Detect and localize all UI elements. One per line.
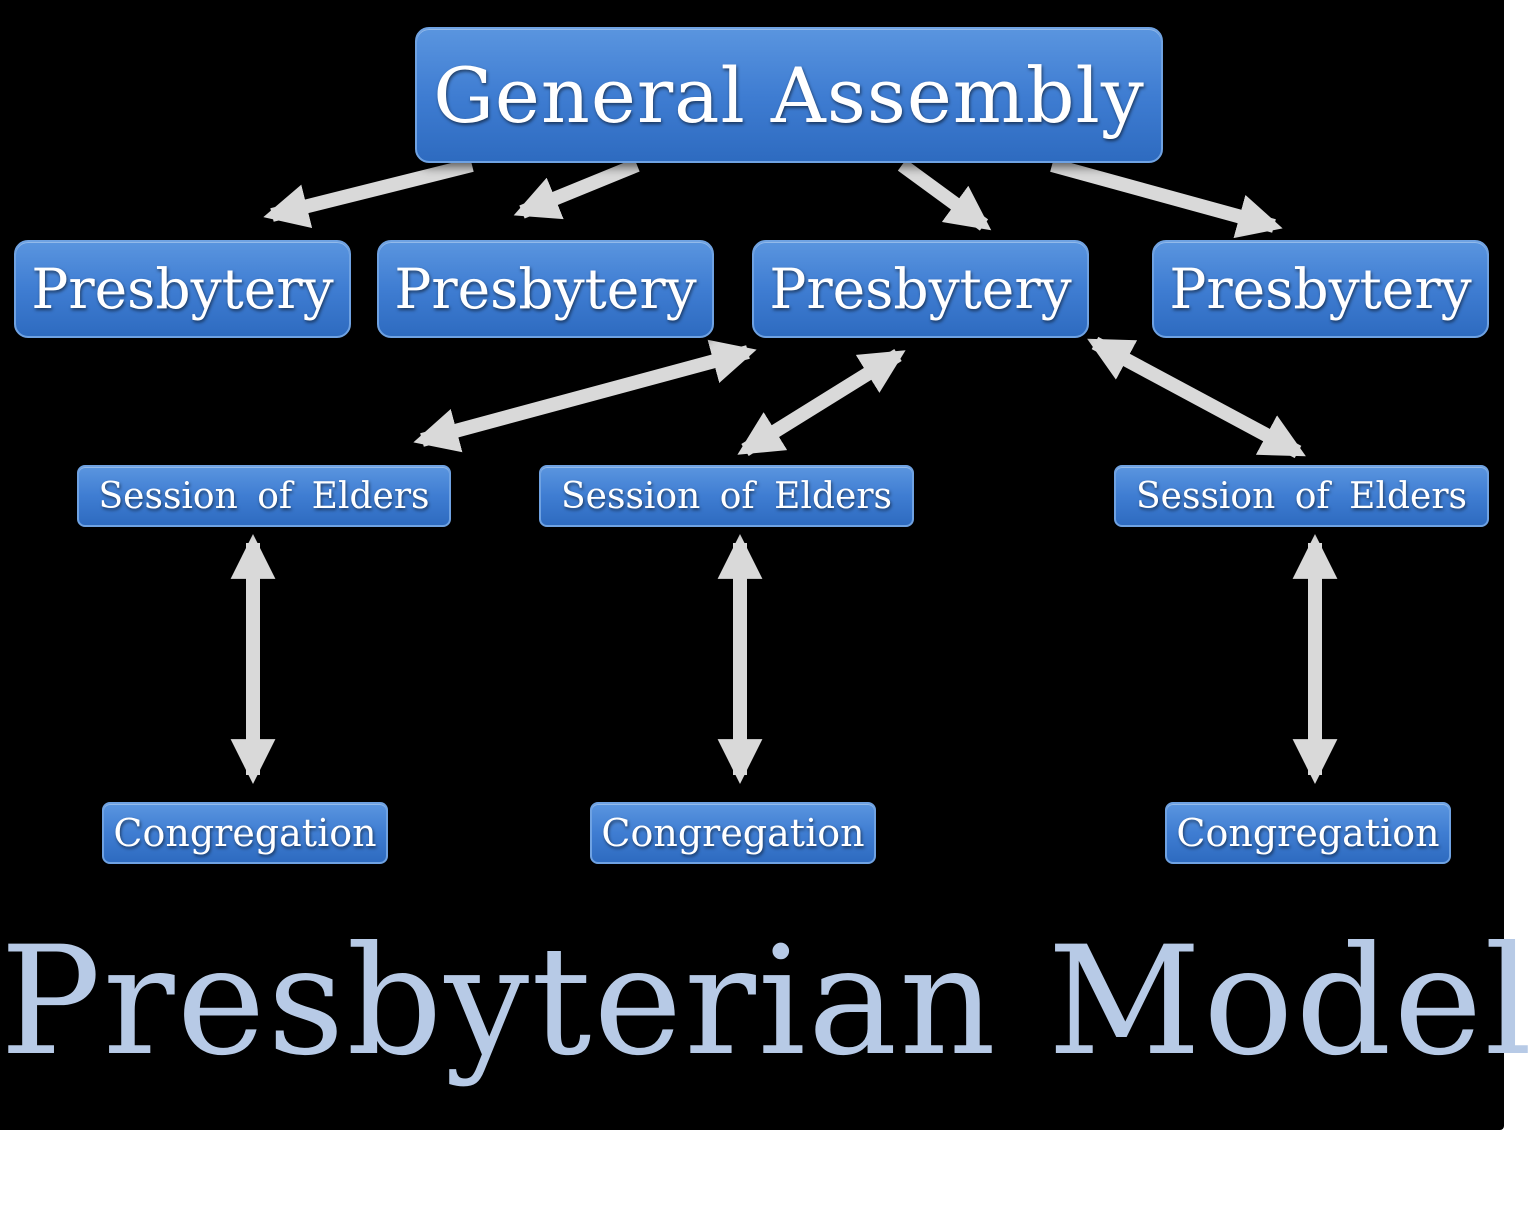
arrow-presbytery-session-3 (1087, 336, 1306, 459)
presbytery-label: Presbytery (394, 257, 697, 321)
congregation-label: Congregation (1176, 811, 1440, 855)
presbytery-box-3: Presbytery (752, 240, 1089, 338)
arrow-ga-to-presbytery-1 (263, 158, 474, 229)
presbytery-box-1: Presbytery (14, 240, 351, 338)
general-assembly-box: General Assembly (415, 27, 1163, 163)
session-label: Session of Elders (561, 475, 892, 517)
congregation-box-2: Congregation (590, 802, 876, 864)
presbytery-box-4: Presbytery (1152, 240, 1489, 338)
general-assembly-label: General Assembly (433, 50, 1145, 140)
session-box-1: Session of Elders (77, 465, 451, 527)
arrow-ga-to-presbytery-2 (513, 158, 640, 220)
session-label: Session of Elders (98, 475, 430, 517)
arrow-presbytery-session-2 (737, 349, 906, 456)
arrow-ga-to-presbytery-3 (897, 159, 992, 231)
congregation-box-1: Congregation (102, 802, 388, 864)
presbytery-box-2: Presbytery (377, 240, 714, 338)
diagram-title: Presbyterian Model (0, 915, 1535, 1089)
presbytery-label: Presbytery (769, 257, 1072, 321)
session-label: Session of Elders (1136, 475, 1467, 517)
session-box-3: Session of Elders (1114, 465, 1489, 527)
congregation-box-3: Congregation (1165, 802, 1451, 864)
arrow-ga-to-presbytery-4 (1050, 158, 1283, 239)
arrow-presbytery-session-1 (413, 339, 757, 453)
connector-layer (230, 158, 1338, 784)
congregation-label: Congregation (601, 811, 865, 855)
presbytery-label: Presbytery (1169, 257, 1472, 321)
session-box-2: Session of Elders (539, 465, 914, 527)
congregation-label: Congregation (113, 811, 377, 855)
diagram-canvas: General Assembly Presbytery Presbytery P… (0, 0, 1535, 1130)
presbytery-label: Presbytery (31, 257, 334, 321)
